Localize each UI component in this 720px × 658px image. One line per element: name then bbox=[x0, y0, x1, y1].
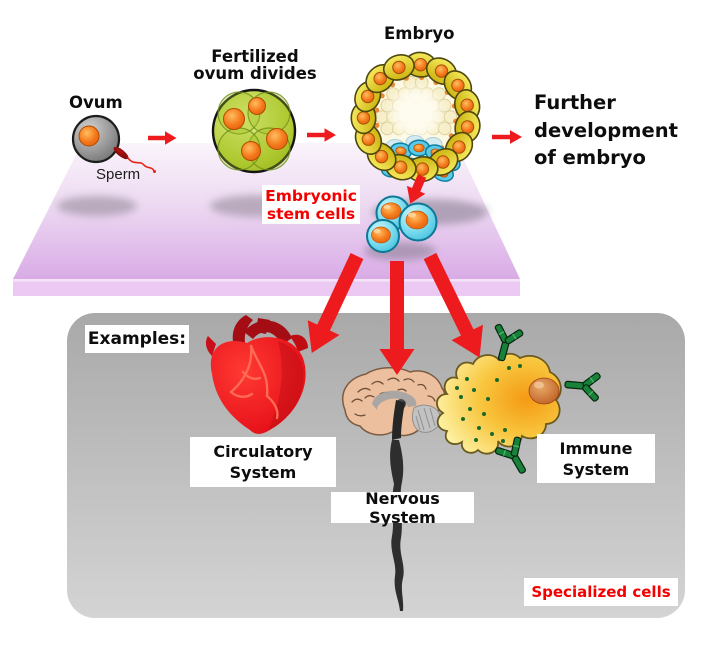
embryo-to-stem-arrow bbox=[406, 174, 427, 204]
arrow-to-circulatory bbox=[307, 253, 364, 353]
flow-arrow-3 bbox=[492, 130, 522, 144]
arrow-to-nervous bbox=[379, 261, 415, 375]
embryo-ring-cells bbox=[350, 51, 481, 183]
further-development-label: Further development of embryo bbox=[534, 91, 678, 169]
immune-system-label: Immune System bbox=[537, 434, 655, 483]
circulatory-system-label: Circulatory System bbox=[190, 437, 336, 487]
specialized-cells-label: Specialized cells bbox=[524, 578, 678, 606]
flow-arrow-2 bbox=[307, 128, 336, 142]
embryo-label: Embryo bbox=[384, 24, 455, 43]
differentiation-arrows bbox=[307, 252, 483, 375]
brain-spinal-cord-illustration bbox=[342, 367, 446, 611]
embryo-blastocyst bbox=[350, 51, 481, 183]
heart-illustration bbox=[205, 315, 308, 434]
fertilized-ovum-label: Fertilized ovum divides bbox=[193, 47, 317, 83]
sperm-label: Sperm bbox=[96, 166, 141, 183]
ovum-cell bbox=[71, 114, 121, 164]
arrow-to-immune bbox=[423, 252, 483, 358]
macrophage-granules bbox=[455, 364, 522, 443]
embryonic-stem-cells-illustration bbox=[366, 195, 438, 253]
examples-title: Examples: bbox=[85, 325, 189, 353]
sperm-cell bbox=[113, 146, 156, 173]
embryonic-stem-cells-label: Embryonic stem cells bbox=[262, 185, 360, 224]
spinal-cord bbox=[390, 440, 404, 611]
embryo-inner-honeycomb bbox=[374, 75, 458, 137]
macrophage-illustration bbox=[436, 352, 562, 455]
nervous-system-label: Nervous System bbox=[331, 489, 474, 527]
ovum-label: Ovum bbox=[69, 93, 123, 112]
corpus-callosum bbox=[372, 390, 417, 410]
fertilized-ovum-cell bbox=[211, 88, 297, 174]
surface-edge-highlight bbox=[13, 279, 520, 282]
flow-arrow-1 bbox=[148, 131, 177, 145]
cerebellum bbox=[411, 404, 441, 433]
